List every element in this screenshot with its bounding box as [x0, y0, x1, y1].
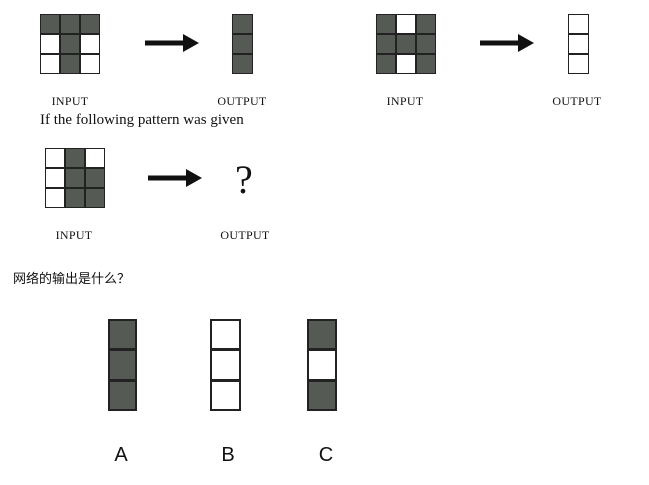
option-a-column[interactable] — [108, 319, 137, 411]
grid-cell — [416, 54, 435, 73]
unknown-output-symbol: ? — [235, 157, 253, 202]
grid-cell — [46, 149, 65, 168]
example-1-output-column — [232, 14, 253, 74]
example-2-input-grid — [376, 14, 436, 74]
column-cell — [309, 321, 335, 349]
example-2-arrow-icon — [480, 34, 534, 52]
grid-cell — [65, 188, 85, 207]
example-1-output-label: OUTPUT — [217, 94, 267, 108]
option-b-column[interactable] — [210, 319, 241, 411]
example-1-input-label: INPUT — [51, 94, 89, 108]
question-text: 网络的输出是什么？ — [13, 272, 131, 287]
example-2-output-column — [568, 14, 589, 74]
grid-cell — [85, 149, 104, 168]
grid-cell — [80, 34, 99, 54]
column-cell — [233, 34, 252, 54]
grid-cell — [377, 15, 396, 34]
grid-cell — [60, 54, 80, 73]
column-cell — [233, 15, 252, 34]
grid-cell — [85, 188, 104, 207]
option-b-label[interactable]: B — [221, 444, 235, 466]
grid-cell — [396, 15, 416, 34]
option-c-column[interactable] — [307, 319, 337, 411]
grid-cell — [396, 34, 416, 54]
grid-cell — [85, 168, 104, 188]
column-cell — [110, 381, 135, 409]
example-1-input-grid — [40, 14, 100, 74]
column-cell — [212, 321, 239, 349]
example-1-arrow-icon — [145, 34, 199, 52]
example-2-output-label: OUTPUT — [552, 94, 602, 108]
grid-cell — [80, 15, 99, 34]
grid-cell — [377, 54, 396, 73]
grid-cell — [65, 149, 85, 168]
option-a-label[interactable]: A — [114, 444, 128, 466]
grid-cell — [41, 54, 60, 73]
column-cell — [212, 381, 239, 409]
column-cell — [309, 351, 335, 379]
grid-cell — [46, 168, 65, 188]
example-2-input-label: INPUT — [386, 94, 424, 108]
grid-cell — [416, 34, 435, 54]
column-cell — [569, 34, 588, 54]
column-cell — [110, 321, 135, 349]
test-output-label: OUTPUT — [220, 228, 270, 242]
grid-cell — [46, 188, 65, 207]
option-c-label[interactable]: C — [318, 444, 334, 466]
prompt-text: If the following pattern was given — [40, 112, 244, 128]
grid-cell — [80, 54, 99, 73]
column-cell — [569, 15, 588, 34]
grid-cell — [416, 15, 435, 34]
grid-cell — [377, 34, 396, 54]
column-cell — [233, 54, 252, 73]
grid-cell — [65, 168, 85, 188]
grid-cell — [396, 54, 416, 73]
grid-cell — [60, 15, 80, 34]
column-cell — [309, 381, 335, 409]
grid-cell — [60, 34, 80, 54]
test-arrow-icon — [148, 169, 202, 187]
grid-cell — [41, 34, 60, 54]
column-cell — [110, 351, 135, 379]
column-cell — [569, 54, 588, 73]
test-input-label: INPUT — [55, 228, 93, 242]
grid-cell — [41, 15, 60, 34]
test-input-grid — [45, 148, 105, 208]
column-cell — [212, 351, 239, 379]
